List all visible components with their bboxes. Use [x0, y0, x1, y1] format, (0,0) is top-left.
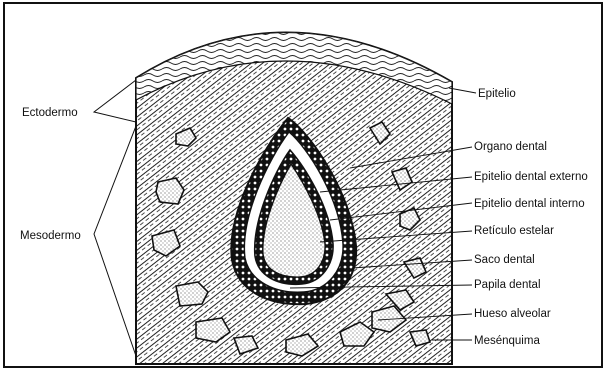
label-papila-dental: Papila dental [474, 279, 541, 291]
label-saco-dental: Saco dental [474, 254, 535, 266]
label-epitelio-dental-interno: Epitelio dental interno [474, 198, 585, 210]
label-hueso-alveolar: Hueso alveolar [474, 308, 551, 320]
left-braces [94, 80, 136, 356]
label-mesodermo: Mesodermo [20, 230, 81, 242]
label-mesenquima: Mesénquima [474, 335, 540, 347]
label-epitelio: Epitelio [478, 88, 516, 100]
label-epitelio-dental-externo: Epitelio dental externo [474, 171, 588, 183]
label-organo-dental: Organo dental [474, 141, 547, 153]
label-ectodermo: Ectodermo [22, 107, 78, 119]
label-reticulo-estelar: Retículo estelar [474, 225, 554, 237]
